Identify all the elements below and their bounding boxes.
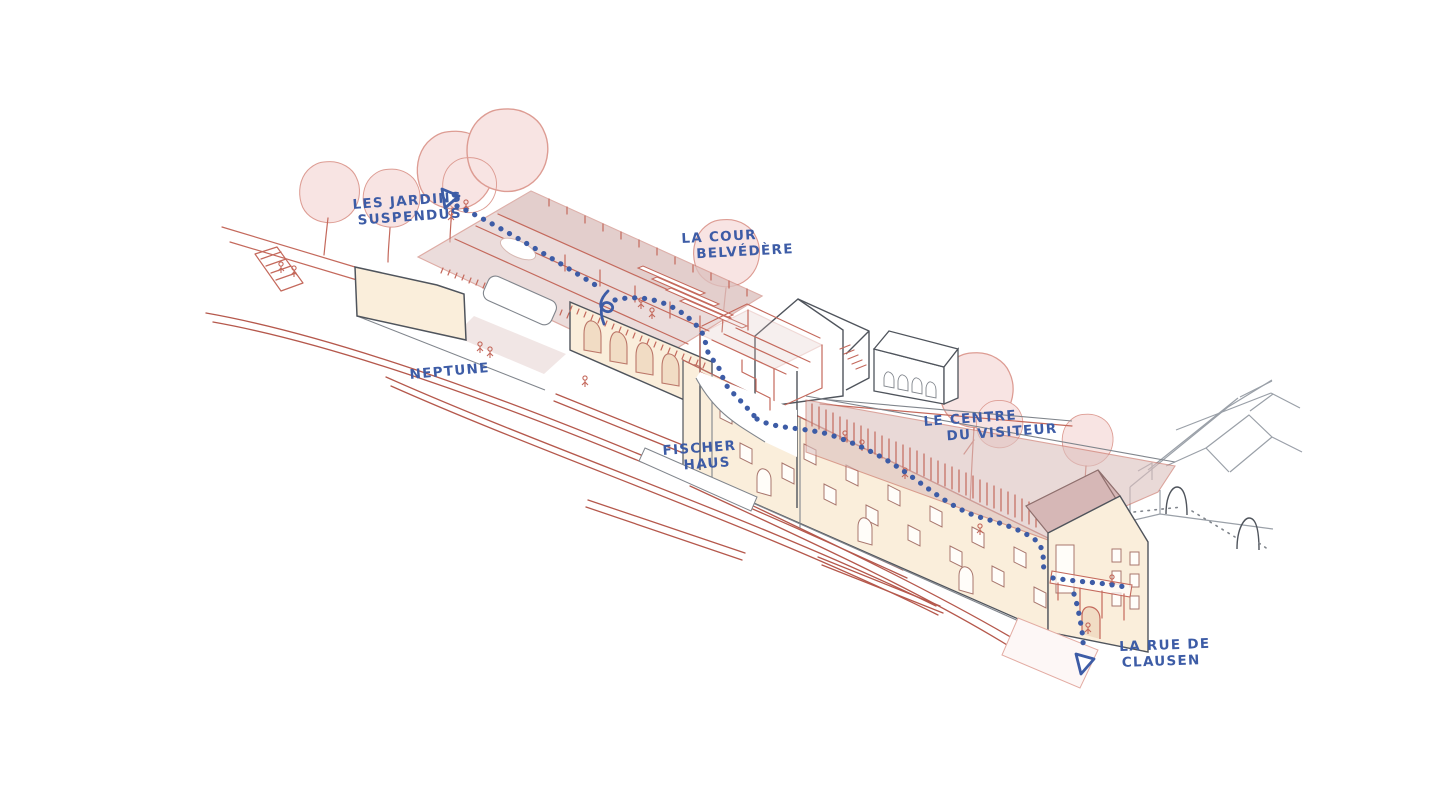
- fischer-insertion: [695, 303, 824, 457]
- route-start-marker-icon: [440, 187, 461, 210]
- arcade-dentils: [569, 305, 706, 369]
- street-lines: [205, 312, 1015, 649]
- courtyard-stairs: [839, 344, 867, 370]
- archway-near: [1165, 486, 1188, 516]
- rear-fence: [819, 398, 1073, 427]
- jardins-terrace: [416, 190, 764, 387]
- end-house: [1001, 469, 1149, 689]
- pergola-posts: [564, 254, 701, 333]
- upper-left-path: [221, 226, 358, 292]
- forecourt-platform: [638, 447, 758, 512]
- background-houses: [754, 298, 960, 409]
- section-cut: [696, 372, 797, 457]
- label-line: CLAUSEN: [1121, 652, 1201, 671]
- roof-hatching: [811, 403, 1037, 528]
- label-fischer-haus: FISCHER HAUS: [662, 438, 738, 475]
- street-surface: [1001, 617, 1099, 689]
- stairs-sketch: [260, 251, 297, 281]
- curb-line: [356, 315, 546, 391]
- hidden-passage-dotted-line: [1133, 506, 1270, 551]
- label-la-rue-de-clausen: LA RUE DE CLAUSEN: [1119, 636, 1211, 671]
- archway-far: [1236, 517, 1260, 551]
- label-la-cour-belvedere: LA COUR BELVÉDÈRE: [681, 225, 794, 263]
- inner-stair: [741, 359, 771, 411]
- railing-posts: [548, 198, 748, 297]
- retaining-wall: [354, 266, 467, 341]
- belvedere-steps: [636, 265, 749, 329]
- pavilion-roof: [482, 275, 557, 326]
- doorways: [756, 468, 974, 595]
- arcade: [569, 300, 713, 414]
- passage-arch: [1081, 606, 1101, 639]
- terrace-opening: [499, 237, 537, 261]
- route-end-marker-icon: [1074, 652, 1096, 676]
- visitor-route: [440, 187, 1129, 676]
- stair-squiggle-icon: [599, 289, 615, 326]
- lower-garden-court: [454, 316, 566, 374]
